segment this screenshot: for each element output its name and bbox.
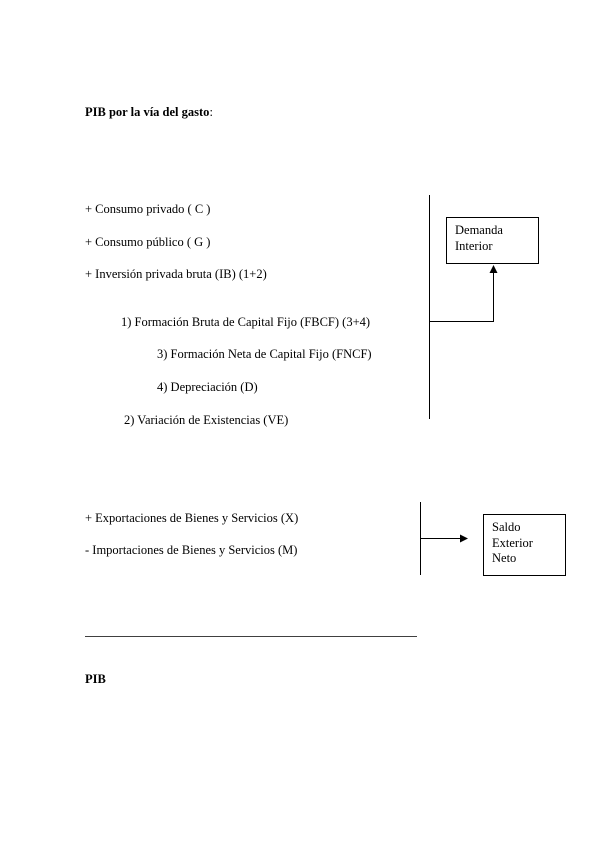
saldo-exterior-neto-box: Saldo Exterior Neto xyxy=(483,514,566,576)
saldo-exterior-line-2: Exterior xyxy=(492,535,533,550)
item-importaciones: - Importaciones de Bienes y Servicios (M… xyxy=(85,543,298,557)
page-title-text: PIB por la vía del gasto xyxy=(85,105,210,119)
demanda-interior-line-1: Demanda xyxy=(455,223,503,237)
item-consumo-publico: + Consumo público ( G ) xyxy=(85,235,211,249)
pib-total-label: PIB xyxy=(85,672,106,686)
item-variacion-existencias: 2) Variación de Existencias (VE) xyxy=(124,413,289,427)
item-fbcf: 1) Formación Bruta de Capital Fijo (FBCF… xyxy=(121,315,371,329)
page-title-colon: : xyxy=(209,105,213,119)
saldo-exterior-line-3: Neto xyxy=(492,551,517,565)
item-consumo-privado: + Consumo privado ( C ) xyxy=(85,202,211,216)
page-title: PIB por la vía del gasto: xyxy=(85,105,213,120)
item-exportaciones: + Exportaciones de Bienes y Servicios (X… xyxy=(85,511,299,525)
saldo-exterior-line-1: Saldo xyxy=(492,520,521,534)
item-fncf: 3) Formación Neta de Capital Fijo (FNCF) xyxy=(157,347,372,361)
item-inversion-privada-bruta: + Inversión privada bruta (IB) (1+2) xyxy=(85,267,267,281)
item-depreciacion: 4) Depreciación (D) xyxy=(157,380,258,394)
demanda-interior-box: Demanda Interior xyxy=(446,217,539,264)
demanda-interior-line-2: Interior xyxy=(455,238,493,253)
